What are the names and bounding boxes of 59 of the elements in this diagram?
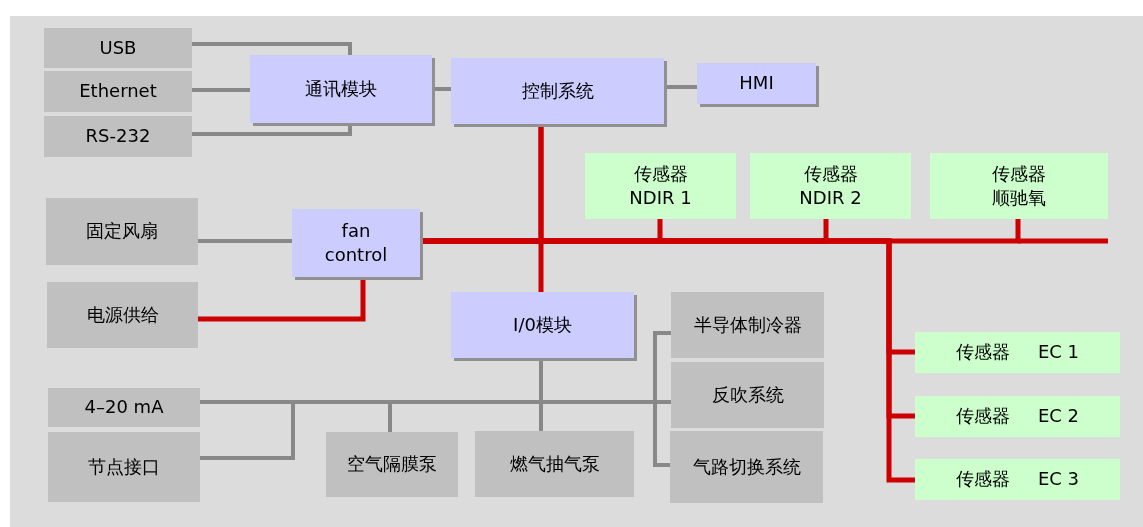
device-box xyxy=(46,198,198,265)
sensor-box xyxy=(915,396,1120,437)
connector-line xyxy=(192,123,352,136)
node-label: 电源供给 xyxy=(86,302,159,327)
device-box xyxy=(671,362,824,428)
module-box xyxy=(451,292,634,358)
node-label: USB xyxy=(99,35,137,60)
node-label: 气路切换系统 xyxy=(692,454,801,479)
node-label: 节点接口 xyxy=(88,454,160,479)
device-box xyxy=(44,28,192,68)
device-box xyxy=(48,388,200,427)
node-label: 传感器 xyxy=(955,404,1010,429)
node-label: 固定风扇 xyxy=(86,219,158,244)
connector-line xyxy=(192,88,250,92)
node-label: 传感器 xyxy=(955,467,1010,492)
device-box xyxy=(475,431,634,497)
node-label: EC 1 xyxy=(1037,340,1080,365)
node-label: fan control xyxy=(323,218,389,267)
node-label: 通讯模块 xyxy=(305,76,377,101)
node-label: NDIR 2 xyxy=(799,186,862,210)
sensor-box xyxy=(915,332,1120,373)
connector-line xyxy=(198,277,366,322)
device-box xyxy=(671,292,824,358)
node-label: 传感器 xyxy=(992,161,1046,186)
node-label: 半导体制冷器 xyxy=(693,312,802,337)
node-label: Ethernet xyxy=(79,79,157,104)
connector-line xyxy=(192,42,352,55)
device-box xyxy=(44,116,192,157)
node-label: 传感器 xyxy=(955,340,1010,365)
device-box xyxy=(44,71,192,112)
node-label: 顺驰氧 xyxy=(992,186,1046,210)
device-box xyxy=(326,432,458,497)
module-box xyxy=(697,63,816,104)
module-box xyxy=(250,55,432,123)
node-label: 4–20 mA xyxy=(84,395,164,420)
node-label: HMI xyxy=(739,71,774,96)
node-label: 控制系统 xyxy=(521,78,594,103)
module-box xyxy=(292,209,420,277)
device-box xyxy=(47,282,198,348)
sensor-box xyxy=(585,153,736,219)
node-label: NDIR 1 xyxy=(629,186,692,210)
node-label: 空气隔膜泵 xyxy=(347,452,437,477)
node-label: EC 3 xyxy=(1037,467,1080,492)
node-label: 燃气抽气泵 xyxy=(509,451,600,476)
sensor-box xyxy=(915,459,1120,500)
node-label: 传感器 xyxy=(803,161,858,186)
connector-line xyxy=(432,87,451,91)
node-label: RS-232 xyxy=(85,124,151,149)
module-box xyxy=(451,58,664,124)
sensor-box xyxy=(930,153,1108,219)
sensor-box xyxy=(750,153,911,219)
node-label: I/0模块 xyxy=(513,312,572,337)
connector-line xyxy=(198,239,292,243)
node-label: 传感器 xyxy=(633,161,688,186)
device-box xyxy=(670,431,823,503)
node-label: EC 2 xyxy=(1037,404,1080,429)
node-label: 反吹系统 xyxy=(711,382,784,407)
device-box xyxy=(48,432,200,502)
connector-line xyxy=(664,85,697,89)
